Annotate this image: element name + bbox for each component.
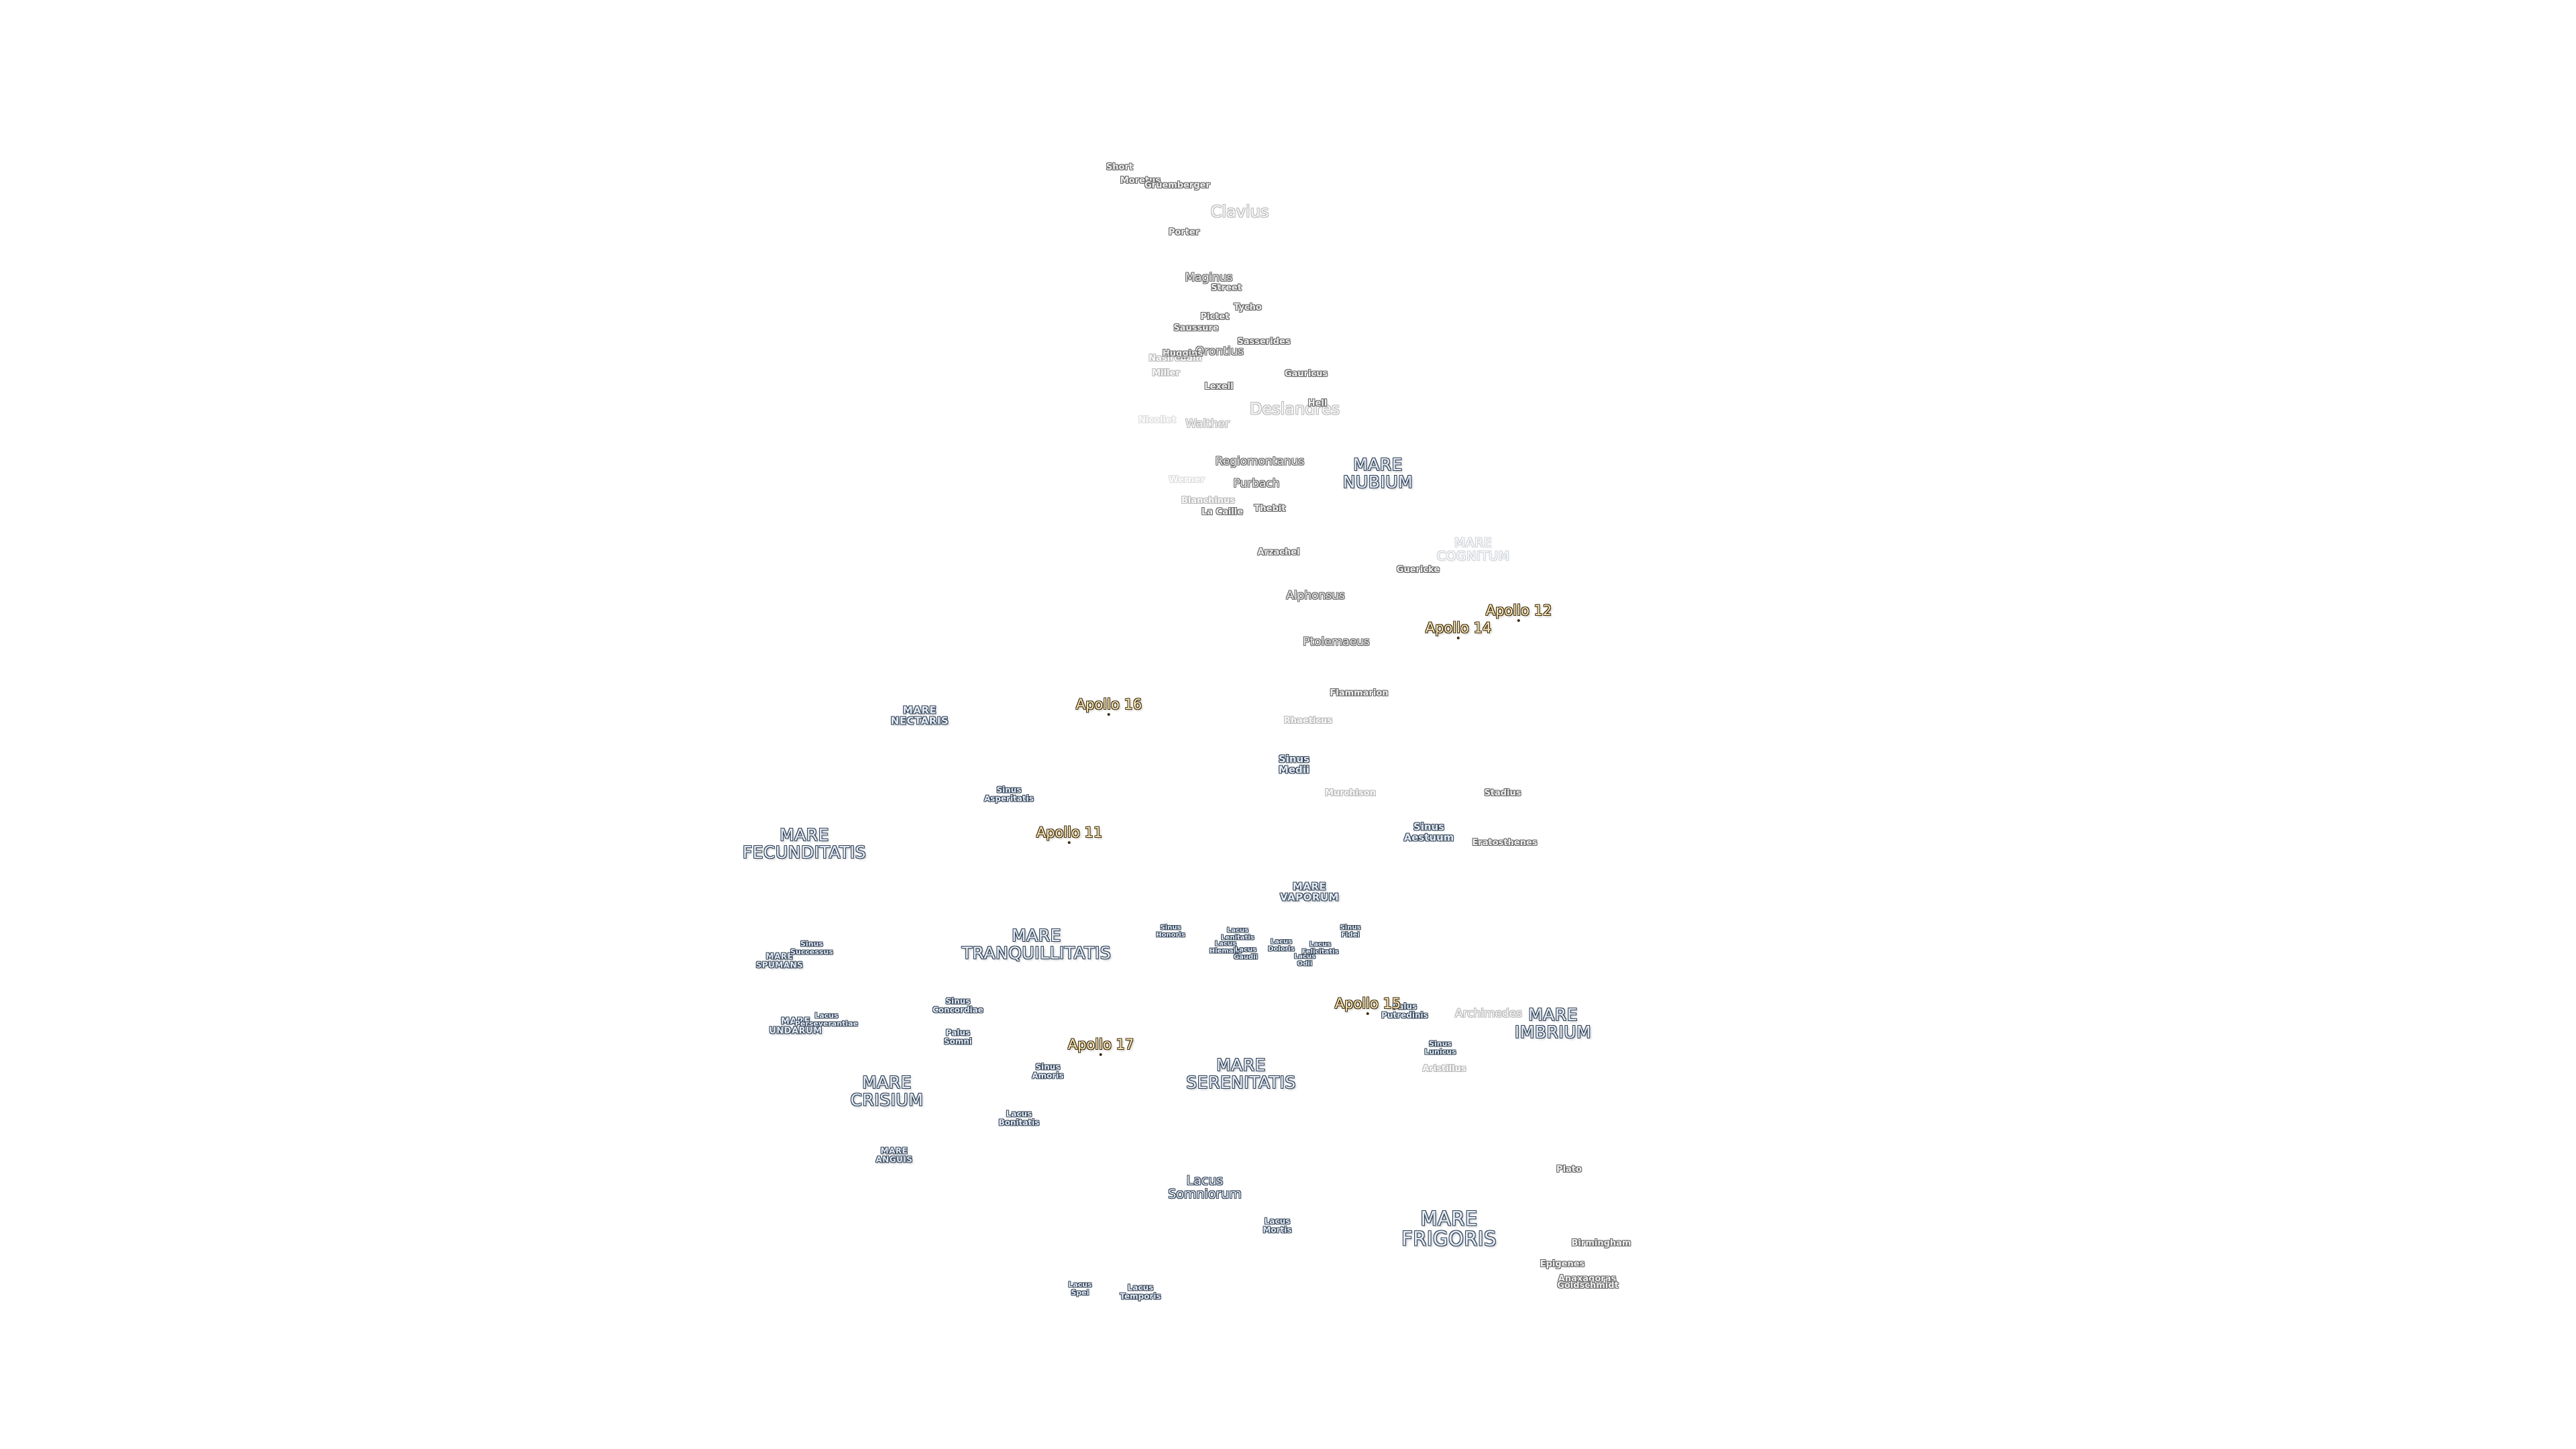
crater-regiomontanus-label[interactable]: Regiomontanus — [1215, 455, 1305, 469]
crater-thebit-label[interactable]: Thebit — [1254, 504, 1286, 515]
lacus-perseverantiae-label[interactable]: Lacus Perseverantiae — [794, 1011, 859, 1028]
crater-blanchinus-label[interactable]: Blanchinus — [1181, 496, 1236, 506]
apollo-12-label[interactable]: Apollo 12 — [1485, 602, 1552, 623]
lacus-somniorum-label[interactable]: Lacus Somniorum — [1168, 1173, 1242, 1201]
sinus-honoris-label[interactable]: Sinus Honoris — [1156, 924, 1185, 938]
crater-ptolemaeus-label[interactable]: Ptolemaeus — [1303, 635, 1370, 649]
crater-orontius-label[interactable]: Orontius — [1195, 345, 1244, 359]
lacus-doloris-label[interactable]: Lacus Doloris — [1268, 938, 1295, 953]
mare-fecunditatis-label[interactable]: MARE FECUNDITATIS — [742, 824, 867, 862]
mare-nubium-label[interactable]: MARE NUBIUM — [1342, 454, 1413, 492]
crater-maginus-label[interactable]: Maginus — [1185, 271, 1233, 285]
sinus-aestuum-label[interactable]: Sinus Aestuum — [1403, 820, 1454, 843]
palus-putredinis-label[interactable]: Palus Putredinis — [1381, 1002, 1428, 1020]
sinus-asperitatis-label[interactable]: Sinus Asperitatis — [983, 785, 1034, 803]
crater-saussure-label[interactable]: Saussure — [1173, 323, 1219, 334]
apollo-16-label[interactable]: Apollo 16 — [1075, 696, 1142, 716]
mare-imbrium-label[interactable]: MARE IMBRIUM — [1514, 1004, 1592, 1042]
mare-cognitum-label[interactable]: MARE COGNITUM — [1436, 535, 1510, 564]
crater-gauricus-label[interactable]: Gauricus — [1284, 369, 1328, 380]
crater-walther-label[interactable]: Walther — [1185, 417, 1230, 431]
crater-anaxagoras-label[interactable]: Anaxagoras — [1558, 1274, 1617, 1285]
mare-crisium-label[interactable]: MARE CRISIUM — [850, 1072, 924, 1110]
crater-guericke-label[interactable]: Guericke — [1396, 565, 1440, 576]
crater-murchison-label[interactable]: Murchison — [1325, 788, 1376, 799]
mare-undarum-label[interactable]: MARE UNDARUM — [769, 1016, 822, 1036]
crater-purbach-label[interactable]: Purbach — [1233, 477, 1280, 491]
lacus-hiemalis-label[interactable]: Lacus Hiemalis — [1209, 940, 1242, 955]
crater-rhaeticus-label[interactable]: Rhaeticus — [1283, 716, 1333, 727]
sinus-amoris-label[interactable]: Sinus Amoris — [1032, 1062, 1064, 1080]
sinus-concordiae-label[interactable]: Sinus Concordiae — [932, 996, 983, 1014]
crater-archimedes-label[interactable]: Archimedes — [1454, 1007, 1523, 1021]
crater-hell-label[interactable]: Hell — [1307, 398, 1328, 409]
crater-nasireddin-label[interactable]: Nasireddin — [1148, 354, 1202, 364]
mare-serenitatis-label[interactable]: MARE SERENITATIS — [1186, 1055, 1296, 1092]
crater-werner-label[interactable]: Werner — [1169, 475, 1205, 486]
mare-spumans-label[interactable]: MARE SPUMANS — [755, 951, 804, 969]
crater-stadius-label[interactable]: Stadius — [1484, 788, 1521, 799]
crater-alphonsus-label[interactable]: Alphonsus — [1286, 589, 1345, 603]
crater-epigenes-label[interactable]: Epigenes — [1540, 1259, 1585, 1270]
crater-eratosthenes-label[interactable]: Eratosthenes — [1472, 838, 1538, 849]
sinus-successus-label[interactable]: Sinus Successus — [790, 939, 833, 956]
mare-tranquillitatis-label[interactable]: MARE TRANQUILLITATIS — [961, 925, 1112, 963]
crater-moretus-label[interactable]: Moretus — [1120, 176, 1161, 186]
mare-anguis-label[interactable]: MARE ANGUIS — [875, 1146, 913, 1164]
lacus-bonitatis-label[interactable]: Lacus Bonitatis — [998, 1109, 1040, 1127]
crater-nicollet-label[interactable]: Nicollet — [1138, 415, 1176, 426]
sinus-medii-label[interactable]: Sinus Medii — [1278, 753, 1310, 775]
lacus-spei-label[interactable]: Lacus Spei — [1068, 1280, 1092, 1297]
lacus-temporis-label[interactable]: Lacus Temporis — [1120, 1283, 1161, 1301]
crater-miller-label[interactable]: Miller — [1152, 368, 1180, 379]
palus-somni-label[interactable]: Palus Somni — [943, 1028, 973, 1046]
crater-flammarion-label[interactable]: Flammarion — [1330, 688, 1389, 699]
apollo-11-label[interactable]: Apollo 11 — [1036, 824, 1103, 845]
crater-pictet-label[interactable]: Pictet — [1200, 312, 1230, 323]
crater-street-label[interactable]: Street — [1211, 283, 1242, 294]
lacus-lenitatis-label[interactable]: Lacus Lenitatis — [1221, 926, 1254, 941]
crater-lexell-label[interactable]: Lexell — [1204, 382, 1234, 392]
crater-arzachel-label[interactable]: Arzachel — [1257, 547, 1300, 558]
apollo-17-label[interactable]: Apollo 17 — [1067, 1036, 1134, 1057]
crater-goldschmidt-label[interactable]: Goldschmidt — [1557, 1281, 1619, 1291]
sinus-fidei-label[interactable]: Sinus Fidei — [1340, 924, 1361, 938]
sinus-lunicus-label[interactable]: Sinus Lunicus — [1424, 1039, 1456, 1056]
crater-clavius-label[interactable]: Clavius — [1210, 202, 1269, 221]
lacus-mortis-label[interactable]: Lacus Mortis — [1263, 1216, 1292, 1234]
crater-short-label[interactable]: Short — [1106, 162, 1134, 173]
crater-tycho-label[interactable]: Tycho — [1234, 303, 1262, 313]
crater-sasserides-label[interactable]: Sasserides — [1237, 337, 1291, 347]
crater-huggins-label[interactable]: Huggins — [1162, 349, 1203, 360]
crater-birmingham-label[interactable]: Birmingham — [1571, 1238, 1631, 1249]
lacus-odii-label[interactable]: Lacus Odii — [1293, 953, 1316, 967]
mare-frigoris-label[interactable]: MARE FRIGORIS — [1401, 1207, 1497, 1250]
crater-plato-label[interactable]: Plato — [1556, 1165, 1582, 1175]
apollo-14-label[interactable]: Apollo 14 — [1425, 619, 1492, 640]
mare-vaporum-label[interactable]: MARE VAPORUM — [1279, 880, 1340, 903]
apollo-15-label[interactable]: Apollo 15 — [1334, 995, 1401, 1016]
crater-deslandres-label[interactable]: Deslandres — [1249, 399, 1340, 419]
lacus-gaudii-label[interactable]: Lacus Gaudii — [1233, 946, 1258, 961]
crater-gruemberger-label[interactable]: Gruemberger — [1144, 180, 1210, 191]
mare-nectaris-label[interactable]: MARE NECTARIS — [890, 704, 949, 727]
crater-aristillus-label[interactable]: Aristillus — [1422, 1064, 1466, 1075]
crater-porter-label[interactable]: Porter — [1168, 227, 1200, 238]
lacus-felicitatis-label[interactable]: Lacus Felicitatis — [1301, 941, 1339, 955]
crater-la-caille-label[interactable]: La Caille — [1201, 507, 1244, 518]
